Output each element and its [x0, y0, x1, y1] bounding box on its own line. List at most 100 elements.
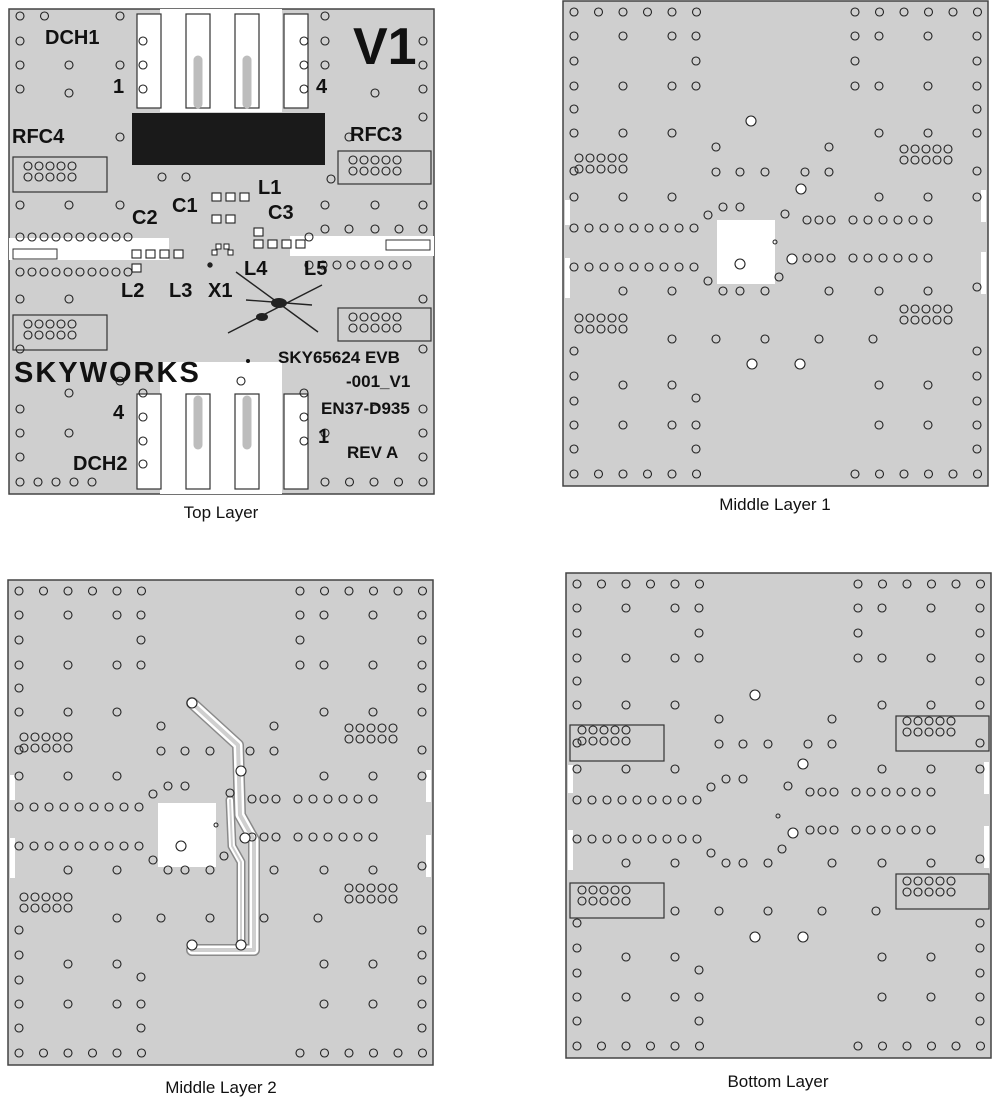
via: [115, 60, 125, 70]
via: [34, 330, 44, 340]
via: [136, 586, 147, 596]
via: [569, 469, 579, 479]
via: [746, 358, 758, 370]
via: [112, 586, 122, 596]
via: [694, 603, 704, 613]
via: [659, 262, 669, 272]
via: [348, 323, 358, 333]
via: [138, 60, 148, 70]
top-chip-pads-x1: [207, 243, 234, 268]
via: [112, 959, 122, 969]
via: [610, 725, 620, 735]
via: [596, 164, 606, 174]
via: [599, 736, 609, 746]
via: [320, 36, 330, 46]
via: [45, 161, 55, 171]
top-component-pads: [131, 192, 306, 273]
via: [814, 253, 824, 263]
via: [181, 172, 191, 182]
via: [926, 579, 937, 589]
via: [926, 1041, 937, 1051]
via: [923, 286, 933, 296]
via: [338, 794, 348, 804]
via: [163, 781, 173, 791]
via: [574, 324, 584, 334]
via: [902, 716, 912, 726]
via: [874, 380, 884, 390]
top-layer-panel: DCH1 DCH2 V1 RFC4 RFC3 C1 C2 C3 L1 L2 L3…: [8, 8, 435, 522]
via: [295, 660, 305, 670]
via: [112, 913, 122, 923]
via: [368, 832, 378, 842]
via: [935, 716, 945, 726]
via: [874, 469, 885, 479]
via: [180, 781, 190, 791]
via: [15, 344, 25, 354]
via: [827, 739, 837, 749]
via: [924, 876, 934, 886]
via: [972, 396, 982, 406]
via: [706, 782, 716, 792]
via: [157, 172, 167, 182]
via: [19, 903, 29, 913]
via: [923, 469, 934, 479]
via: [332, 260, 342, 270]
via: [370, 155, 380, 165]
via: [366, 734, 376, 744]
via: [760, 286, 770, 296]
via: [703, 210, 713, 220]
via: [418, 224, 428, 234]
via: [99, 267, 109, 277]
via: [14, 635, 24, 645]
via: [381, 312, 391, 322]
via: [313, 913, 323, 923]
via: [926, 992, 936, 1002]
via: [89, 802, 99, 812]
via: [745, 115, 757, 127]
via: [63, 1048, 73, 1058]
via: [763, 858, 773, 868]
via: [392, 166, 402, 176]
via: [621, 725, 631, 735]
via: [269, 746, 279, 756]
via: [319, 865, 329, 875]
via: [14, 771, 24, 781]
via: [797, 758, 809, 770]
via: [319, 959, 329, 969]
via: [924, 727, 934, 737]
via: [596, 1041, 607, 1051]
via: [763, 906, 773, 916]
via: [975, 764, 985, 774]
via: [344, 224, 354, 234]
via: [320, 428, 330, 438]
via: [205, 746, 215, 756]
via: [921, 315, 931, 325]
via: [299, 412, 309, 422]
via: [618, 286, 628, 296]
top-connector-center-traces-upper: [193, 55, 252, 109]
via: [853, 628, 863, 638]
via: [381, 155, 391, 165]
via: [14, 925, 24, 935]
via: [805, 787, 815, 797]
via: [15, 84, 25, 94]
via: [972, 346, 982, 356]
via: [304, 260, 314, 270]
via: [368, 865, 378, 875]
via: [355, 734, 365, 744]
via: [299, 84, 309, 94]
via: [794, 358, 806, 370]
via: [417, 707, 427, 717]
via: [621, 700, 631, 710]
via: [320, 11, 330, 21]
via: [353, 794, 363, 804]
via: [738, 858, 748, 868]
via: [377, 894, 387, 904]
via: [112, 999, 122, 1009]
via: [735, 286, 745, 296]
via: [112, 1048, 122, 1058]
via: [368, 707, 378, 717]
via: [667, 128, 677, 138]
via: [23, 172, 33, 182]
via: [417, 610, 427, 620]
